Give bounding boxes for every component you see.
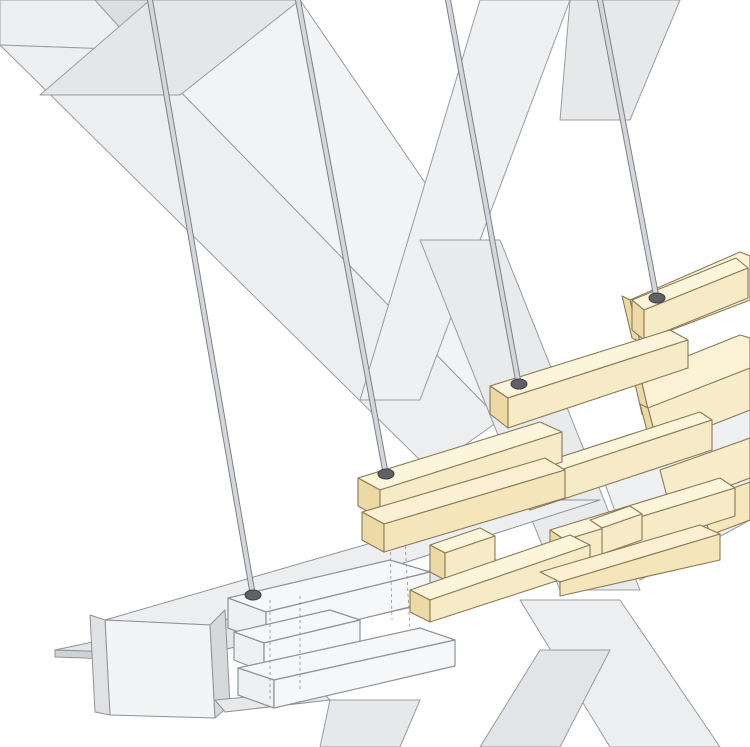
web-edge: [89, 614, 111, 716]
ghost-beam-3: [237, 627, 456, 709]
anchor-1: [244, 589, 262, 601]
end-block: [104, 619, 216, 719]
anchor-2: [377, 468, 395, 480]
timber-beam-center-top: [489, 329, 689, 429]
anchor-3: [510, 378, 528, 390]
cable-anchors: [244, 292, 666, 601]
cable-1: [147, 0, 255, 593]
anchor-4: [648, 292, 666, 304]
timber-beam-small-2: [589, 505, 643, 555]
timber-beam-stack: [357, 251, 750, 623]
hidden-lines: [269, 539, 411, 700]
translucent-beams: [227, 539, 456, 709]
timber-beam-lower-right: [539, 524, 721, 597]
timber-beam-lower-long: [409, 534, 591, 623]
cable-2: [295, 0, 388, 473]
cable-3: [445, 0, 521, 383]
timber-beam-main-2: [361, 457, 566, 553]
tension-cables: [147, 0, 659, 593]
cable-4: [597, 0, 659, 298]
